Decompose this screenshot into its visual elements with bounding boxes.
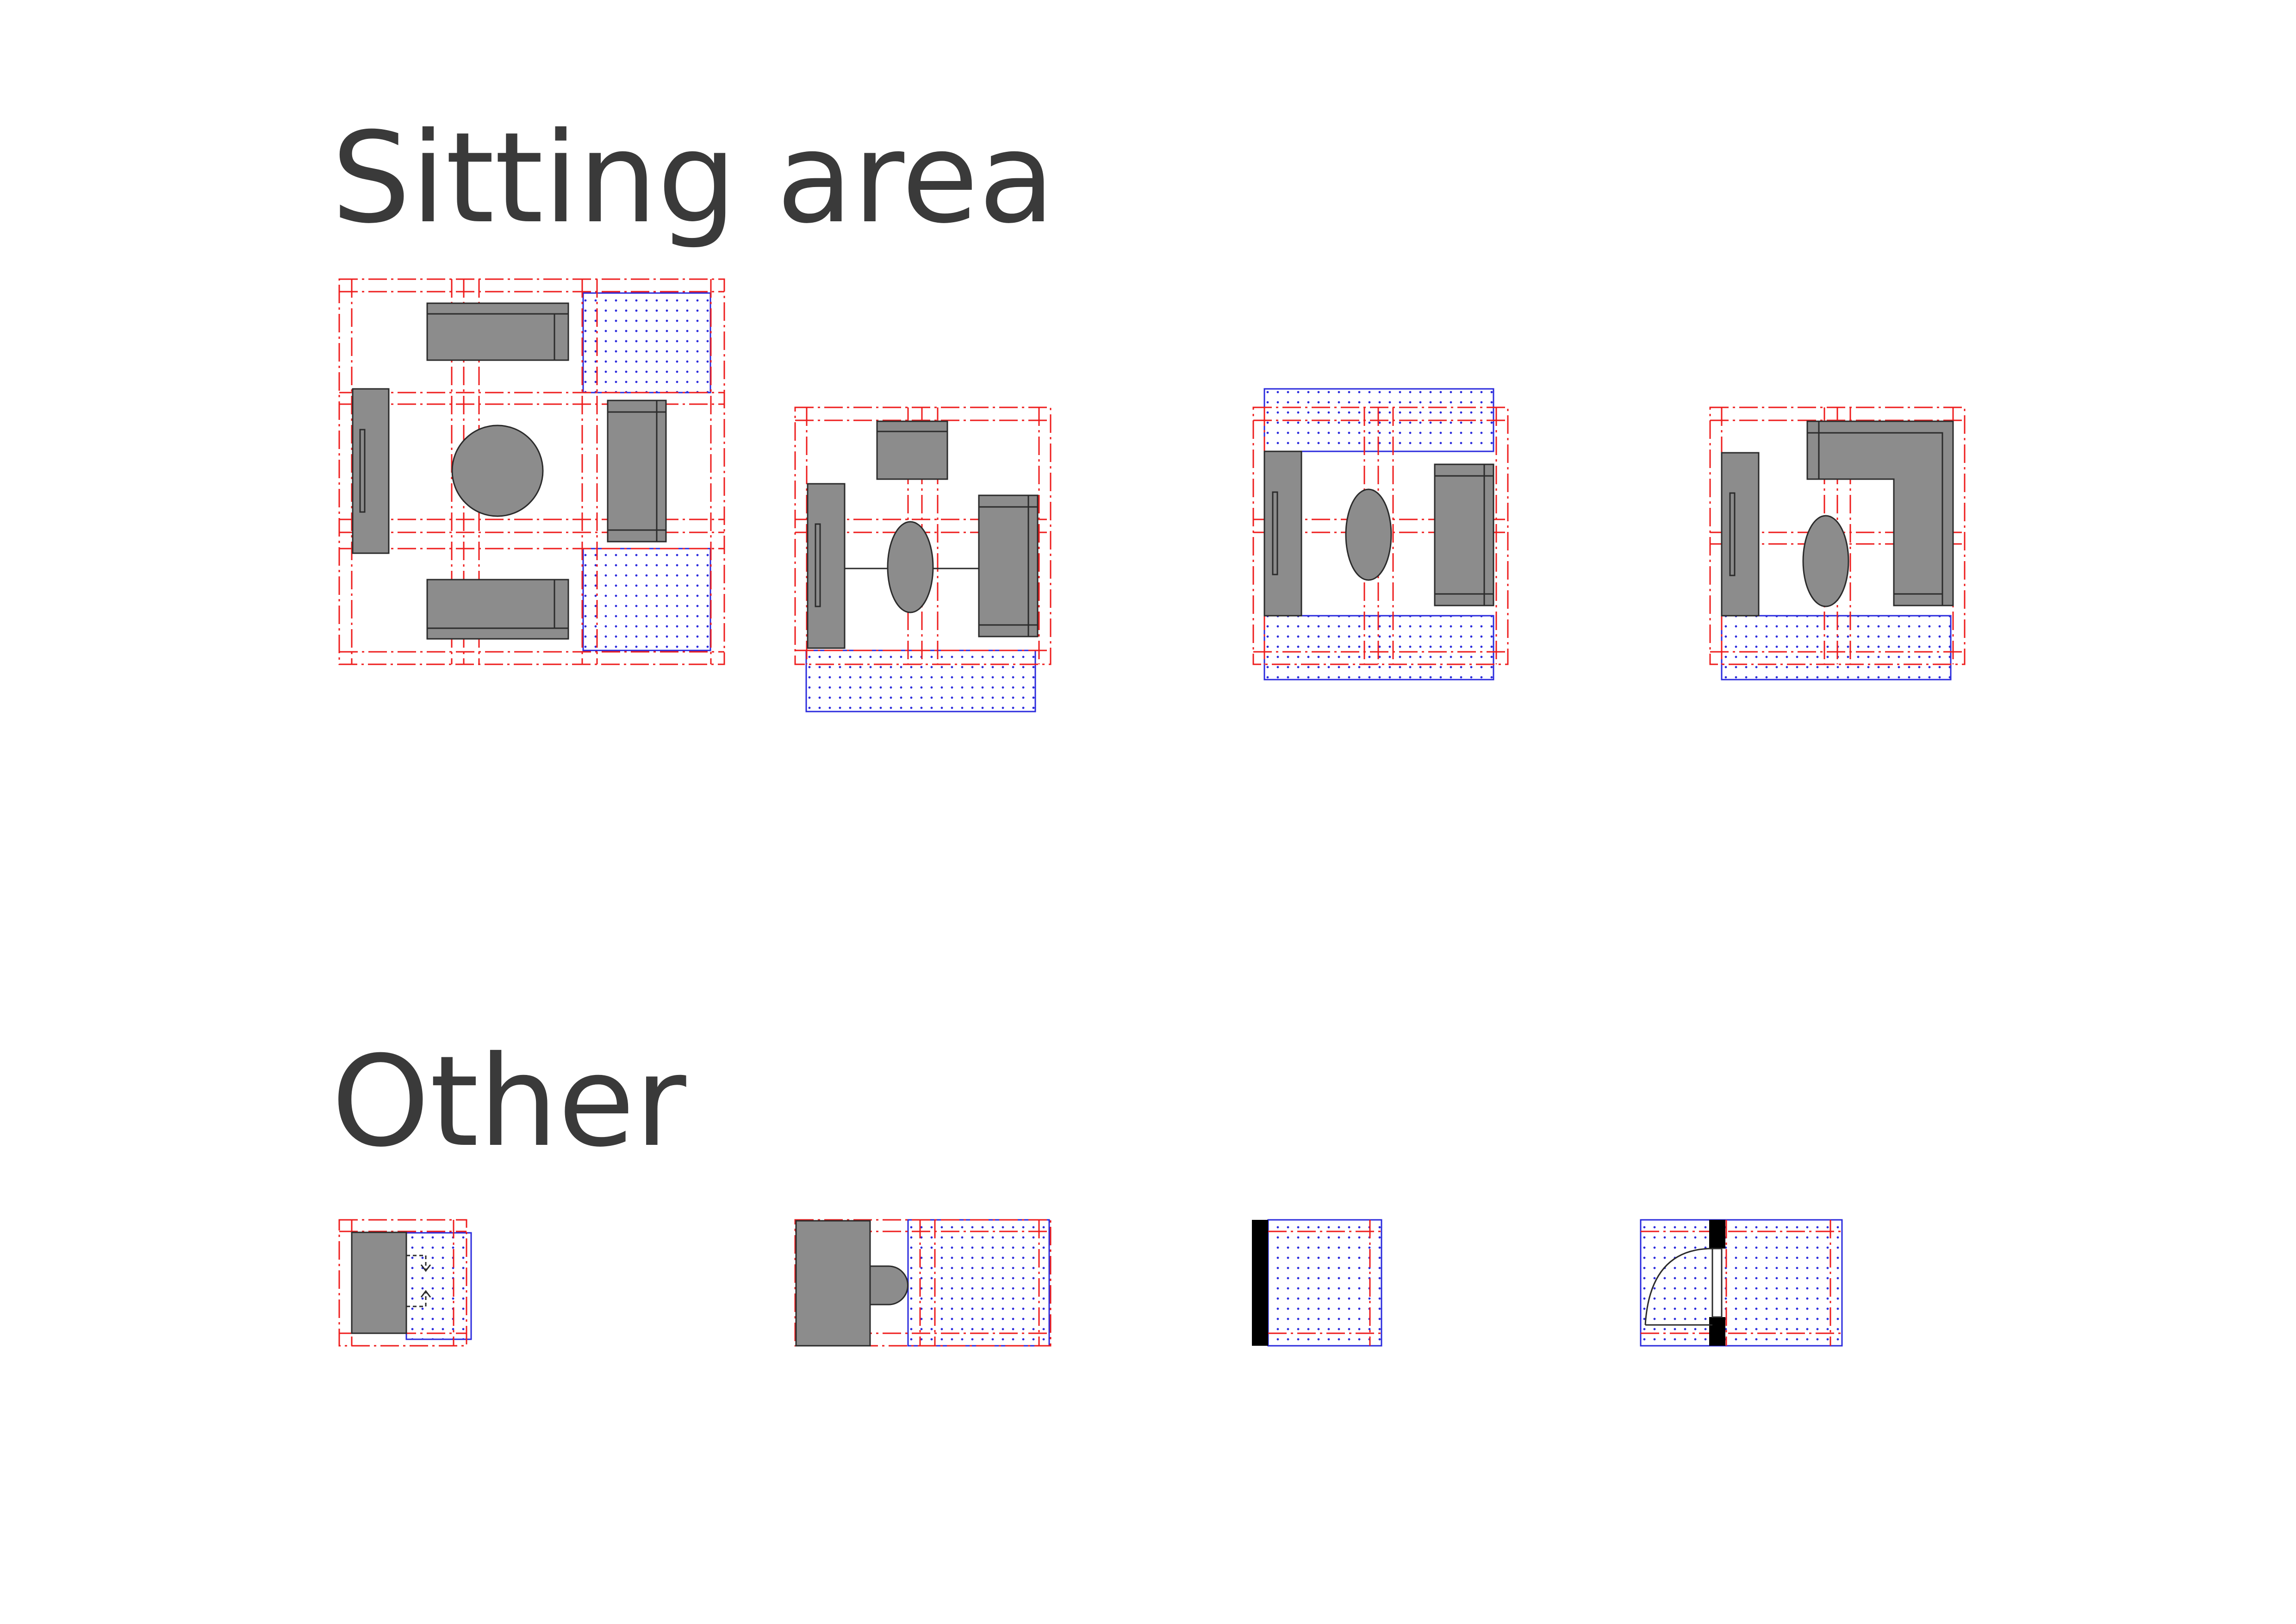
wall-segment	[1709, 1317, 1725, 1346]
tv-cabinet	[352, 388, 390, 554]
sofa-bottom	[426, 579, 569, 640]
wall	[1252, 1220, 1268, 1346]
furniture	[1263, 450, 1494, 617]
clearance-zone	[1267, 1219, 1382, 1347]
furniture	[807, 420, 1039, 649]
clearance-zone	[1721, 615, 1952, 681]
sitting-layout-4	[1709, 406, 1966, 681]
toilet	[795, 1220, 908, 1347]
clearance-zone	[582, 292, 711, 394]
tv-screen	[815, 523, 821, 607]
other-layout-4	[1640, 1219, 1843, 1347]
clearance-zone	[1640, 1219, 1843, 1347]
toilet-tank	[795, 1220, 871, 1347]
round-table	[451, 425, 544, 517]
clearance-zone	[405, 1232, 472, 1340]
sitting-layout-3	[1252, 388, 1509, 681]
other-layout-3	[1252, 1219, 1382, 1347]
clearance-zone	[907, 1219, 1050, 1347]
door-swing-arrows-icon	[406, 1255, 431, 1307]
door-swing-arc	[1644, 1248, 1713, 1325]
sofa-top	[426, 302, 569, 361]
toilet-bowl	[869, 1265, 908, 1305]
section-title-other: Other	[331, 1029, 686, 1174]
tv-cabinet	[807, 483, 846, 649]
sitting-layout-1	[338, 278, 725, 665]
other-layout-1	[338, 1219, 472, 1347]
tv-cabinet	[1263, 450, 1302, 617]
clearance-zone	[582, 548, 711, 651]
sofa-right	[607, 400, 667, 543]
oval-table	[1345, 488, 1392, 581]
tv-cabinet	[1721, 452, 1760, 617]
guide-lines	[1268, 1220, 1381, 1346]
door	[1644, 1220, 1725, 1346]
tv-screen	[1272, 491, 1278, 575]
oval-table	[887, 521, 934, 613]
other-layout-2	[794, 1219, 1052, 1347]
tv-screen	[359, 429, 366, 513]
cabinet	[351, 1231, 407, 1334]
furniture	[352, 302, 667, 640]
tv-screen	[1729, 492, 1736, 576]
armchair-top	[876, 420, 948, 480]
sofa-right	[1434, 463, 1494, 606]
section-title-sitting-area: Sitting area	[331, 105, 1055, 251]
sitting-layout-2	[794, 406, 1052, 712]
sofa-right	[978, 494, 1039, 637]
oval-table	[1802, 515, 1849, 607]
door-leaf	[1711, 1248, 1723, 1318]
furniture	[1721, 420, 1954, 617]
clearance-zones	[582, 292, 711, 651]
corner-sofa	[1806, 420, 1954, 606]
guide-lines	[1641, 1220, 1842, 1346]
wall-segment	[1709, 1220, 1725, 1249]
clearance-zone	[805, 650, 1036, 712]
